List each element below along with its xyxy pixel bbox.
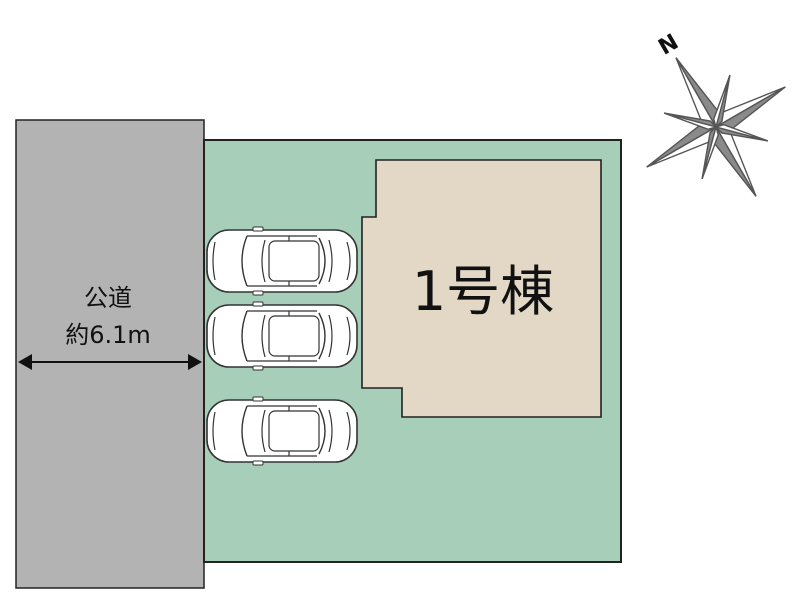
road-width-dimension-arrow (18, 354, 202, 370)
public-road (15, 119, 205, 589)
car-icon (206, 396, 358, 466)
car-icon (206, 301, 358, 371)
road-width-label: 約6.1m (65, 321, 151, 349)
road-label: 公道 (84, 284, 132, 312)
compass-rose-icon: N (646, 30, 786, 197)
north-label: N (655, 30, 683, 61)
building-footprint (361, 159, 602, 418)
building-label: 1号棟 (412, 260, 554, 323)
car-icon (206, 226, 358, 296)
